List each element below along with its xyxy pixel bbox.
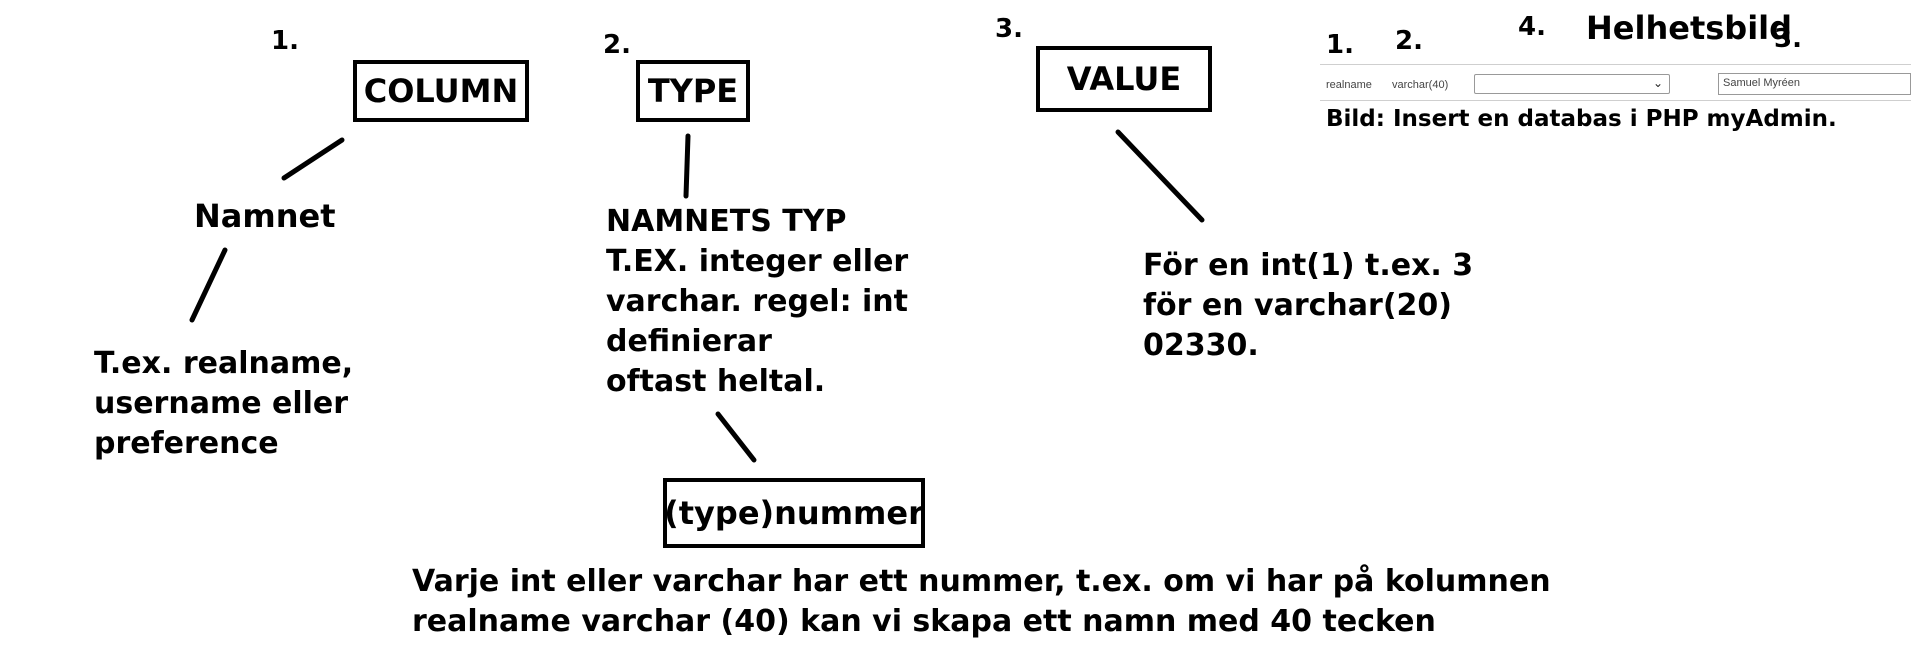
column-example-line: preference	[94, 426, 279, 461]
overview-value-input[interactable]: Samuel Myréen	[1718, 73, 1911, 95]
overview-title: Helhetsbild	[1586, 9, 1793, 47]
chevron-down-icon: ⌄	[1652, 76, 1663, 90]
overview-number-4: 4.	[1518, 12, 1546, 42]
type-description-line: NAMNETS TYP	[606, 204, 847, 239]
value-example-line: 02330.	[1143, 328, 1259, 363]
column-example: T.ex. realname, username eller preferenc…	[94, 344, 353, 464]
type-number-explanation: Varje int eller varchar har ett nummer, …	[412, 562, 1551, 642]
type-box: TYPE	[636, 60, 750, 122]
overview-number-2: 2.	[1395, 26, 1423, 56]
overview-caption: Bild: Insert en databas i PHP myAdmin.	[1326, 106, 1837, 132]
value-number: 3.	[995, 14, 1023, 44]
column-box-label: COLUMN	[363, 72, 519, 110]
type-box-label: TYPE	[647, 72, 739, 110]
value-example-line: för en varchar(20)	[1143, 288, 1452, 323]
overview-column-type: varchar(40)	[1392, 79, 1449, 91]
type-number-box: (type)nummer	[663, 478, 925, 548]
overview-insert-row: realname varchar(40) ⌄ Samuel Myréen	[1320, 70, 1911, 98]
type-number-box-label: (type)nummer	[664, 494, 924, 532]
value-box: VALUE	[1036, 46, 1212, 112]
overview-number-3: 3.	[1774, 24, 1802, 54]
type-number: 2.	[603, 30, 631, 60]
type-description-line: T.EX. integer eller	[606, 244, 909, 279]
explanation-line: Varje int eller varchar har ett nummer, …	[412, 564, 1551, 599]
connector-column-to-name	[281, 137, 345, 181]
value-box-label: VALUE	[1066, 60, 1182, 98]
explanation-line: realname varchar (40) kan vi skapa ett n…	[412, 604, 1436, 639]
type-description-line: varchar. regel: int	[606, 284, 909, 319]
column-example-line: T.ex. realname,	[94, 346, 354, 381]
value-example: För en int(1) t.ex. 3 för en varchar(20)…	[1143, 246, 1473, 366]
connector-value-to-example	[1115, 129, 1205, 223]
column-example-line: username eller	[94, 386, 349, 421]
overview-column-name: realname	[1326, 79, 1372, 91]
connector-type-to-description	[683, 133, 691, 199]
column-box: COLUMN	[353, 60, 529, 122]
type-description: NAMNETS TYP T.EX. integer eller varchar.…	[606, 202, 908, 402]
overview-divider-bottom	[1320, 100, 1911, 101]
column-name-label: Namnet	[194, 197, 336, 235]
value-example-line: För en int(1) t.ex. 3	[1143, 248, 1474, 283]
type-description-line: oftast heltal.	[606, 364, 826, 399]
overview-function-select[interactable]: ⌄	[1474, 74, 1670, 94]
overview-divider-top	[1320, 64, 1911, 65]
overview-number-1: 1.	[1326, 30, 1354, 60]
column-number: 1.	[271, 26, 299, 56]
connector-name-to-example	[189, 247, 228, 323]
type-description-line: definierar	[606, 324, 772, 359]
connector-description-to-subbox	[715, 411, 757, 463]
